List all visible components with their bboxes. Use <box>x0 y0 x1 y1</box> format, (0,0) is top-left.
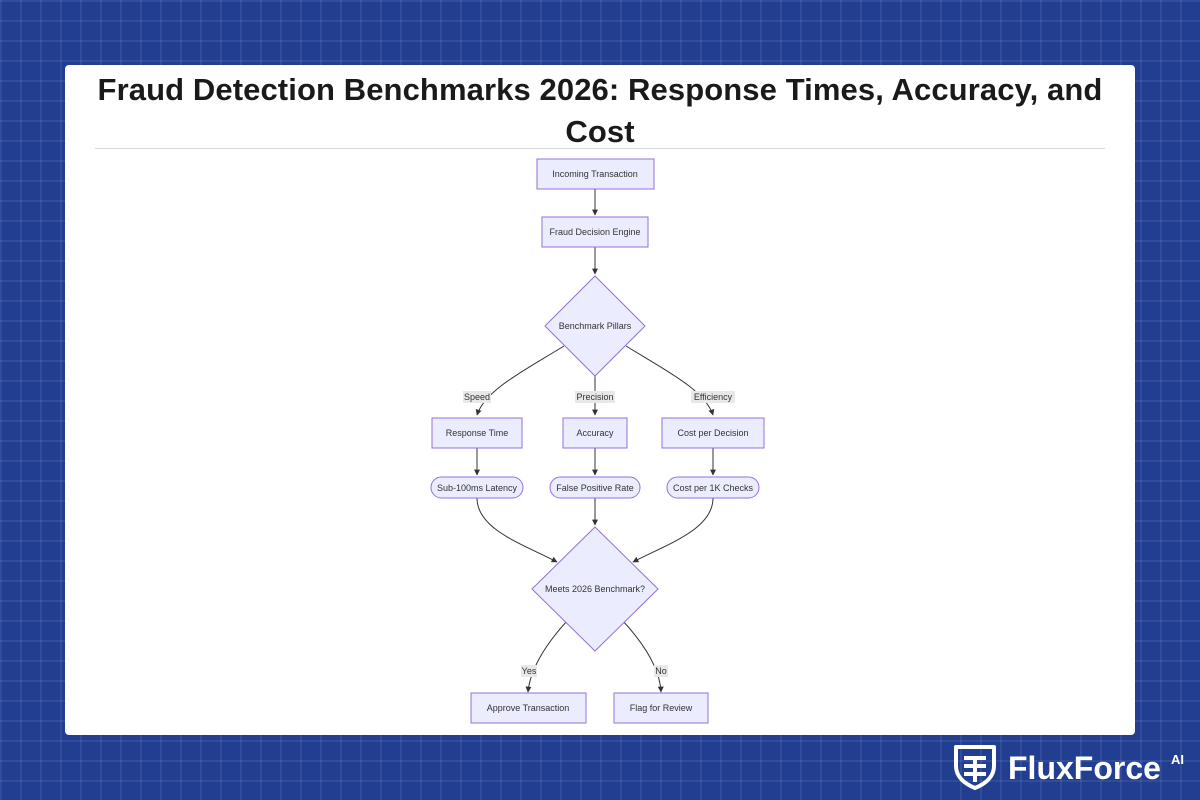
node-false-positive-rate <box>549 476 641 499</box>
node-approve-transaction <box>470 692 587 724</box>
node-benchmark-pillars-label: Benchmark Pillars <box>559 321 632 331</box>
edge-pillars-efficiency <box>625 345 715 416</box>
edge-label-no: No <box>654 665 668 677</box>
node-flag-for-review-label: Flag for Review <box>630 703 693 713</box>
node-sub-100ms-latency-label: Sub-100ms Latency <box>437 483 518 493</box>
node-response-time <box>431 417 523 449</box>
edge-meets-no <box>622 620 664 693</box>
node-false-positive-rate-label: False Positive Rate <box>556 483 634 493</box>
node-incoming-transaction-label: Incoming Transaction <box>552 169 638 179</box>
edge-label-yes: Yes <box>521 665 537 677</box>
node-cost-per-decision-label: Cost per Decision <box>677 428 748 438</box>
edge-label-efficiency-text: Efficiency <box>694 392 733 402</box>
edge-label-speed: Speed <box>463 391 491 403</box>
edge-cost1k-meets <box>632 497 714 563</box>
title-divider <box>95 148 1105 149</box>
node-sub-100ms-latency <box>430 476 524 499</box>
flowchart: Speed Precision Efficiency Yes No <box>430 158 765 724</box>
edge-label-speed-text: Speed <box>464 392 490 402</box>
brand-name: FluxForce <box>1008 750 1161 786</box>
node-fraud-decision-engine <box>541 216 649 248</box>
edge-label-no-text: No <box>655 666 667 676</box>
brand-suffix: AI <box>1171 752 1184 767</box>
node-cost-per-1k-checks <box>666 476 760 499</box>
edge-label-yes-text: Yes <box>522 666 537 676</box>
node-approve-transaction-label: Approve Transaction <box>487 703 570 713</box>
edge-pillars-speed <box>475 345 565 416</box>
node-cost-per-1k-checks-label: Cost per 1K Checks <box>673 483 754 493</box>
node-incoming-transaction <box>536 158 655 190</box>
edge-label-precision: Precision <box>575 391 615 403</box>
node-cost-per-decision <box>661 417 765 449</box>
node-accuracy-label: Accuracy <box>576 428 614 438</box>
shield-icon <box>954 745 996 790</box>
page-title: Fraud Detection Benchmarks 2026: Respons… <box>97 72 1103 149</box>
node-flag-for-review <box>613 692 709 724</box>
node-meets-benchmark <box>531 526 659 652</box>
node-response-time-label: Response Time <box>446 428 509 438</box>
node-meets-benchmark-label: Meets 2026 Benchmark? <box>545 584 645 594</box>
edge-label-efficiency: Efficiency <box>691 391 735 403</box>
diagram-card: Fraud Detection Benchmarks 2026: Respons… <box>65 65 1135 735</box>
node-fraud-decision-engine-label: Fraud Decision Engine <box>549 227 640 237</box>
edge-latency-meets <box>476 497 558 563</box>
brand-logo: FluxForce AI <box>952 744 1192 792</box>
node-accuracy-box <box>562 417 628 449</box>
node-benchmark-pillars <box>544 275 646 377</box>
edge-meets-yes <box>525 620 568 693</box>
edge-label-precision-text: Precision <box>576 392 613 402</box>
